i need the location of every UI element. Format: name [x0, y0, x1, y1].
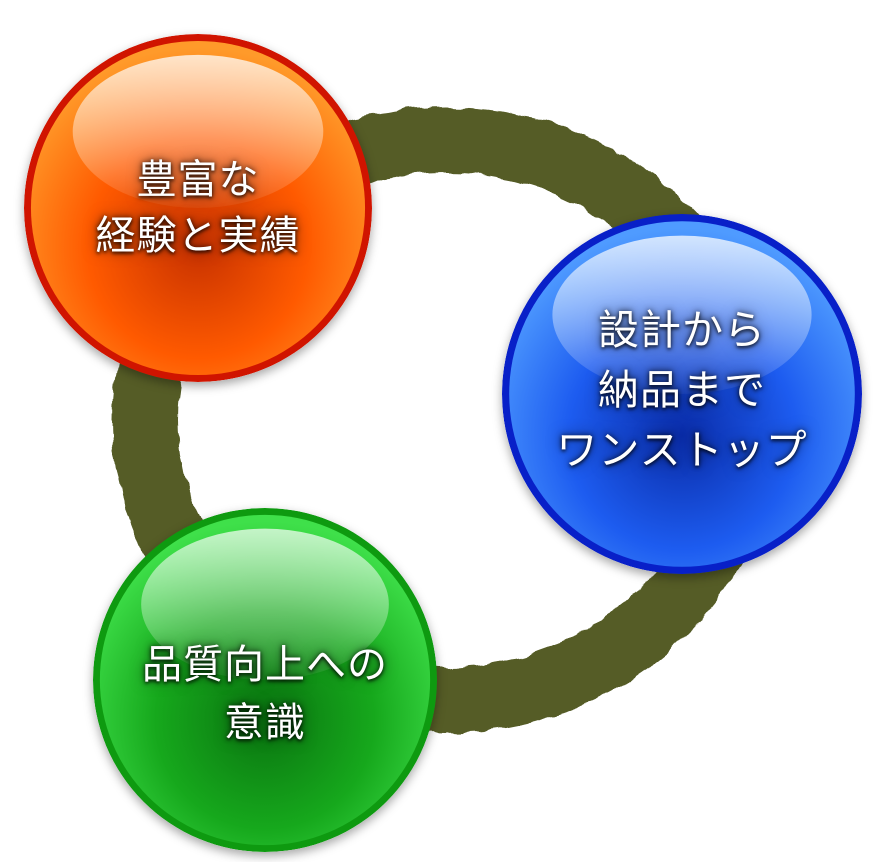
orb-onestop-line-1: 設計から	[598, 306, 766, 354]
orb-onestop-line-2: 納品まで	[598, 366, 766, 414]
orb-quality-fill	[93, 508, 437, 852]
orb-experience-line-2: 経験と実績	[95, 213, 301, 259]
orb-onestop-line-3: ワンストップ	[556, 426, 808, 474]
orb-experience-line-1: 豊富な	[136, 157, 260, 203]
orb-onestop: 設計から 納品まで ワンストップ	[502, 214, 862, 574]
orb-experience-fill	[24, 34, 372, 382]
orb-quality-line-2: 意識	[224, 700, 306, 746]
orb-quality: 品質向上への 意識	[93, 508, 437, 852]
orb-onestop-fill	[502, 214, 862, 574]
orb-quality-line-1: 品質向上への	[142, 642, 388, 688]
orb-onestop-label: 設計から 納品まで ワンストップ	[502, 300, 862, 480]
orb-quality-label: 品質向上への 意識	[93, 636, 437, 752]
orb-experience-label: 豊富な 経験と実績	[24, 152, 372, 264]
orb-experience: 豊富な 経験と実績	[24, 34, 372, 382]
